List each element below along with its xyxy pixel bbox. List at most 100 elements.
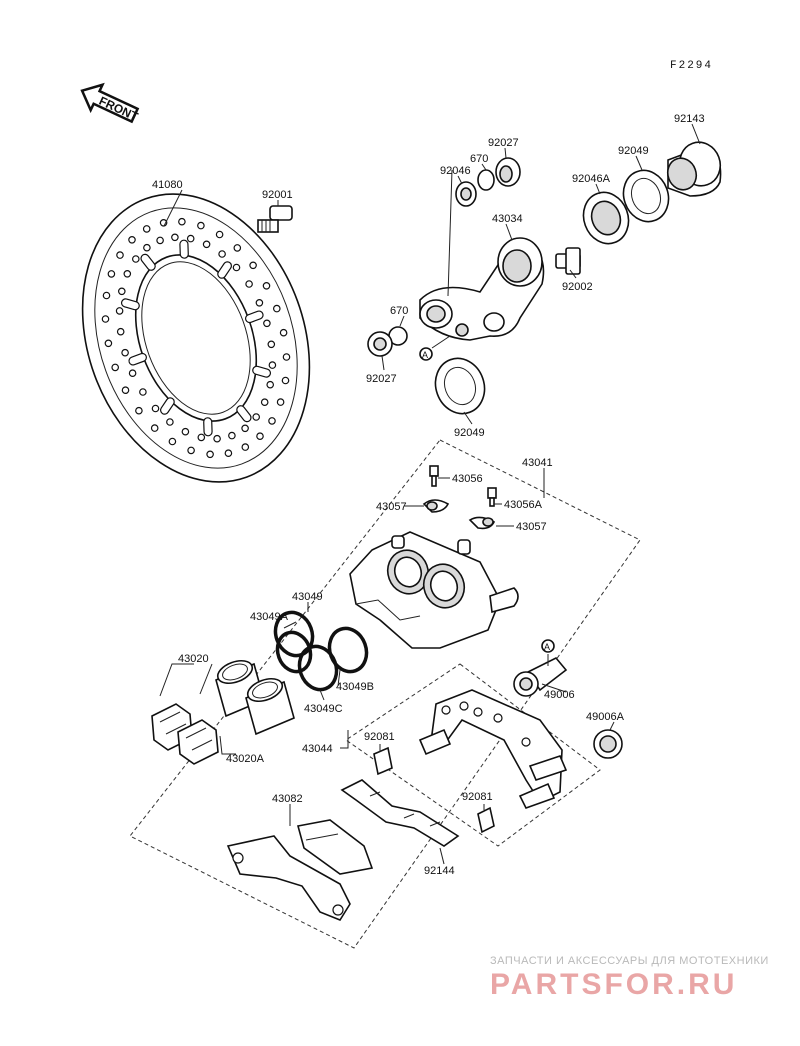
figure-code: F2294: [670, 60, 713, 72]
ref-a-upper-label: A: [422, 350, 428, 360]
disc-hole: [245, 280, 253, 288]
disc-hole: [166, 418, 174, 426]
disc-hole: [118, 287, 126, 296]
clip-92081-left: [373, 746, 393, 776]
callout-43041: 43041: [522, 457, 553, 469]
callout-43056: 43056: [452, 473, 483, 485]
disc-hole: [121, 386, 130, 395]
clip-92081-right: [477, 806, 495, 834]
disc-slot: [160, 397, 175, 415]
pin-49006: [513, 657, 568, 697]
disc-hole: [187, 446, 195, 455]
disc-hole: [206, 450, 214, 459]
callout-43020A: 43020A: [226, 753, 265, 765]
disc-slot: [203, 417, 213, 437]
seal-92049-bottom: [434, 357, 486, 415]
callout-92049-bottom: 92049: [454, 427, 485, 439]
bleeder-43056: [429, 465, 439, 487]
disc-hole: [142, 225, 151, 233]
brake-pad-43082: [226, 819, 374, 921]
callout-92081-right: 92081: [462, 791, 493, 803]
disc-hole: [171, 233, 179, 242]
callout-43082: 43082: [272, 793, 303, 805]
callout-92046: 92046: [440, 165, 471, 177]
disc-slot: [120, 298, 140, 311]
cap-43057-left: [422, 499, 450, 513]
disc-hole: [241, 443, 250, 451]
disc-hole: [151, 404, 160, 413]
disc-hole: [181, 427, 190, 436]
disc-hole: [111, 363, 120, 372]
torque-link-43034: [419, 237, 545, 341]
callout-92001: 92001: [262, 189, 293, 201]
callout-43020: 43020: [178, 653, 209, 665]
disc-hole: [272, 304, 281, 313]
bracket-43044: [418, 689, 568, 809]
watermark-logo: PARTSFOR.RU: [490, 968, 737, 1001]
callout-92027-top: 92027: [488, 137, 519, 149]
disc-hole: [178, 217, 186, 226]
disc-hole: [116, 251, 124, 259]
disc-hole: [282, 353, 291, 361]
disc-hole: [233, 244, 242, 252]
disc-slot: [245, 310, 264, 324]
callout-92144: 92144: [424, 865, 455, 877]
disc-hole: [143, 243, 151, 252]
disc-hole: [156, 236, 164, 245]
watermark-tagline: ЗАПЧАСТИ И АКСЕССУАРЫ ДЛЯ МОТОТЕХНИКИ: [490, 955, 769, 967]
callout-670-left: 670: [390, 305, 408, 317]
callout-43034: 43034: [492, 213, 523, 225]
callout-43057-left: 43057: [376, 501, 407, 513]
disc-hole: [279, 328, 288, 337]
disc-hole: [116, 327, 125, 336]
callout-670-top: 670: [470, 153, 488, 165]
disc-hole: [128, 236, 136, 244]
callout-49006A: 49006A: [586, 711, 625, 723]
callout-43049C: 43049C: [304, 703, 343, 715]
disc-hole: [232, 263, 241, 272]
leader-lines: [159, 123, 701, 865]
disc-hole: [101, 315, 110, 323]
collar-92143: [666, 141, 722, 197]
disc-hole: [150, 424, 159, 432]
seal-92049-top: [622, 169, 670, 223]
disc-hole: [128, 369, 137, 378]
callout-92027-left: 92027: [366, 373, 397, 385]
seal-43049B: [327, 626, 369, 674]
piston-43020A: [245, 677, 295, 736]
disc-slot: [236, 405, 252, 423]
disc-slot: [128, 352, 147, 366]
callout-43049B: 43049B: [336, 681, 374, 693]
boot-49006A: [593, 729, 623, 759]
disc-hole: [135, 406, 143, 415]
callout-43049: 43049: [292, 591, 323, 603]
disc-hole: [241, 424, 249, 433]
disc-hole: [260, 398, 269, 407]
callout-41080: 41080: [152, 179, 183, 191]
caliper-body-43041: [349, 531, 519, 649]
front-label: FRONT: [97, 94, 141, 124]
bearing-92046: [455, 181, 477, 207]
callout-43057-right: 43057: [516, 521, 547, 533]
bearing-92046A: [582, 191, 630, 245]
disc-hole: [123, 269, 132, 278]
callout-43049A: 43049A: [250, 611, 289, 623]
disc-slot: [179, 239, 189, 259]
seal-43049C: [297, 644, 339, 692]
disc-hole: [102, 291, 111, 300]
ring-670-top: [477, 169, 495, 191]
disc-hole: [267, 340, 276, 349]
bolt-92001: [257, 205, 293, 233]
callout-labels: 41080 92001 92027 670 92046 43034 92143 …: [152, 113, 705, 877]
disc-hole: [218, 250, 226, 258]
disc-hole: [276, 398, 285, 406]
disc-slot: [140, 253, 156, 271]
cap-43057-right: [468, 516, 496, 530]
brake-disc: [81, 193, 311, 483]
disc-hole: [139, 388, 147, 396]
bushing-92027-top: [495, 157, 521, 187]
bushing-92027-left: [367, 331, 393, 357]
disc-hole: [104, 339, 113, 348]
disc-hole: [213, 434, 221, 443]
